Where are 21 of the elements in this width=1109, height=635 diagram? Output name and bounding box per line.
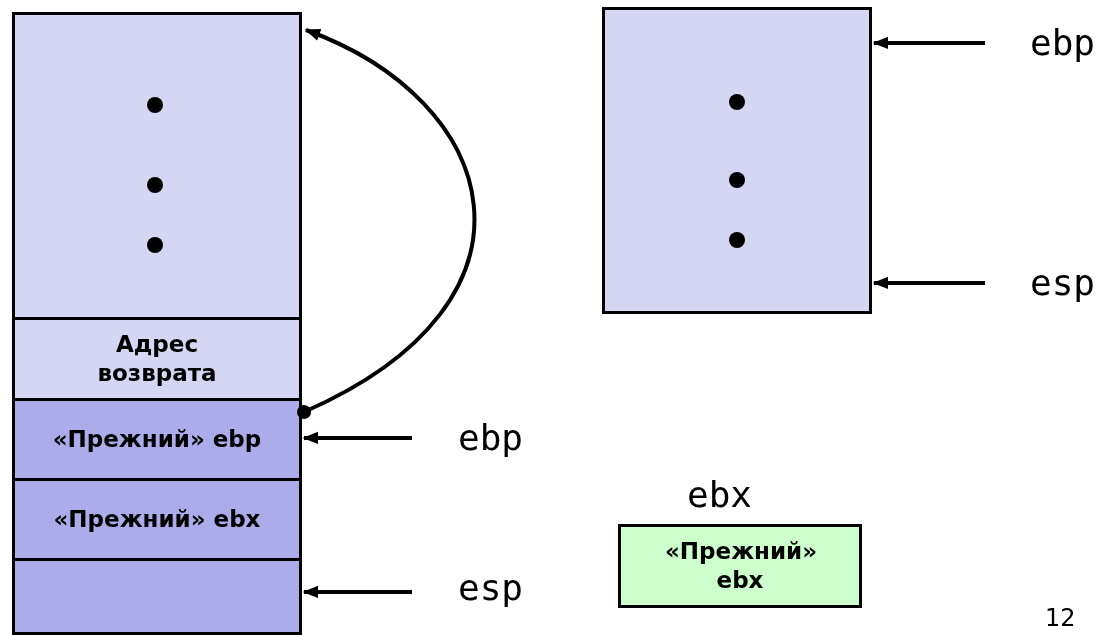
arrow [302, 431, 412, 445]
register-label: ebx [687, 477, 753, 513]
stack-frame-cell [12, 12, 302, 320]
register-label: ebp [1030, 25, 1096, 61]
register-label: esp [1030, 265, 1096, 301]
arrow [302, 585, 412, 599]
stack-cell [12, 317, 302, 401]
page-number: 12 [1045, 606, 1076, 630]
stack-cell [12, 398, 302, 481]
cell-label: «Прежний» ebx [665, 537, 815, 595]
arrow [872, 36, 985, 50]
stack-frame-cell [602, 7, 872, 314]
register-label: esp [458, 570, 524, 606]
stack-cell [12, 478, 302, 561]
stack-cell [12, 558, 302, 635]
cell-label: «Прежний» ebx [53, 505, 261, 534]
cell-label: «Прежний» ebp [52, 425, 262, 454]
cell-label: Адрес возврата [96, 330, 218, 388]
arrow [297, 28, 476, 419]
arrow [872, 276, 985, 290]
register-label: ebp [458, 420, 524, 456]
